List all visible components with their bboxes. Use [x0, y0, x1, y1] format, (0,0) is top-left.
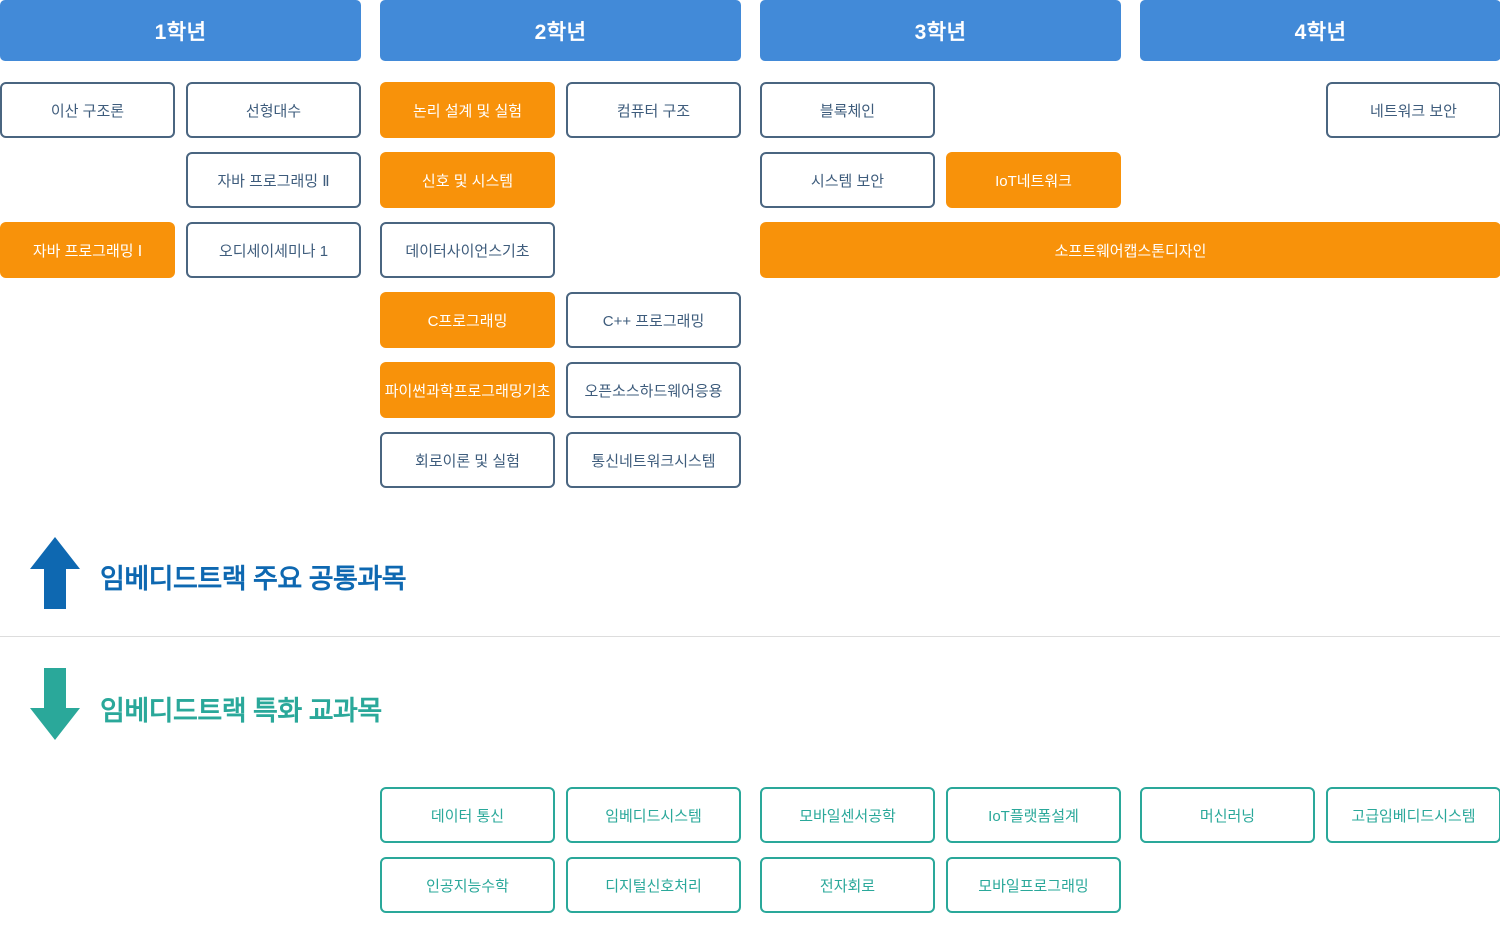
course-digital-signal-processing: 디지털신호처리: [566, 857, 741, 913]
course-c-programming: C프로그래밍: [380, 292, 555, 348]
common-track-title: 임베디드트랙 주요 공통과목: [100, 564, 407, 594]
course-python-scientific-programming: 파이썬과학프로그래밍기초: [380, 362, 555, 418]
special-track-title: 임베디드트랙 특화 교과목: [100, 696, 382, 726]
course-cpp-programming: C++ 프로그래밍: [566, 292, 741, 348]
course-ai-math: 인공지능수학: [380, 857, 555, 913]
course-iot-platform-design: IoT플랫폼설계: [946, 787, 1121, 843]
course-open-source-hardware: 오픈소스하드웨어응용: [566, 362, 741, 418]
year-header-2: 2학년: [380, 0, 741, 61]
course-linear-algebra: 선형대수: [186, 82, 361, 138]
up-arrow-icon: [30, 537, 80, 609]
course-blockchain: 블록체인: [760, 82, 935, 138]
course-machine-learning: 머신러닝: [1140, 787, 1315, 843]
course-system-security: 시스템 보안: [760, 152, 935, 208]
course-java-programming-2: 자바 프로그래밍 Ⅱ: [186, 152, 361, 208]
course-mobile-sensor-engineering: 모바일센서공학: [760, 787, 935, 843]
course-circuit-theory-lab: 회로이론 및 실험: [380, 432, 555, 488]
year-header-4: 4학년: [1140, 0, 1500, 61]
course-software-capstone-design: 소프트웨어캡스톤디자인: [760, 222, 1500, 278]
course-java-programming-1: 자바 프로그래밍 Ⅰ: [0, 222, 175, 278]
course-logic-design-lab: 논리 설계 및 실험: [380, 82, 555, 138]
year-header-1: 1학년: [0, 0, 361, 61]
course-signals-systems: 신호 및 시스템: [380, 152, 555, 208]
course-odyssey-seminar-1: 오디세이세미나 1: [186, 222, 361, 278]
course-embedded-systems: 임베디드시스템: [566, 787, 741, 843]
course-computer-architecture: 컴퓨터 구조: [566, 82, 741, 138]
course-advanced-embedded-systems: 고급임베디드시스템: [1326, 787, 1500, 843]
course-discrete-structures: 이산 구조론: [0, 82, 175, 138]
course-data-communication: 데이터 통신: [380, 787, 555, 843]
section-divider: [0, 636, 1500, 637]
year-header-3: 3학년: [760, 0, 1121, 61]
course-comm-network-systems: 통신네트워크시스템: [566, 432, 741, 488]
course-data-science-basics: 데이터사이언스기초: [380, 222, 555, 278]
course-mobile-programming: 모바일프로그래밍: [946, 857, 1121, 913]
course-network-security: 네트워크 보안: [1326, 82, 1500, 138]
down-arrow-icon: [30, 668, 80, 740]
course-iot-network: IoT네트워크: [946, 152, 1121, 208]
course-electronic-circuits: 전자회로: [760, 857, 935, 913]
